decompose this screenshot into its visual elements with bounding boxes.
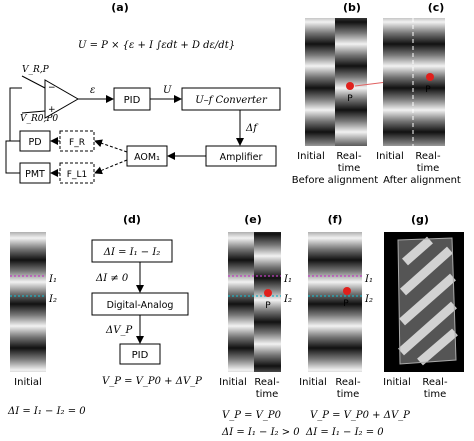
pd-block-label: PD (28, 137, 41, 148)
label-i1-d: I₁ (48, 274, 57, 285)
tilted-fringe-outline (397, 237, 457, 365)
amplifier-block-label: Amplifier (220, 152, 263, 163)
filter-fl1-label: F_L1 (67, 170, 87, 180)
panel-g-label: (g) (411, 213, 429, 226)
aom-block (126, 145, 168, 167)
fringe-initial-b (305, 18, 335, 146)
signal-epsilon: ε (90, 85, 95, 96)
converter-block-label: U–f Converter (195, 95, 268, 106)
fringe-realtime-b (335, 18, 367, 146)
panel-c-label: (c) (428, 1, 445, 14)
panel-g: (g) Initial Real- time (383, 213, 464, 400)
panel-f: (f) P I₁ I₂ Initial Real- time V_P = V_P… (299, 213, 410, 438)
fringe-realtime-c (413, 18, 445, 146)
point-p-f (343, 287, 351, 295)
vr0-wire (21, 110, 46, 114)
panel-b-label: (b) (343, 1, 361, 14)
label-i2-e: I₂ (283, 294, 292, 305)
opamp-minus: − (48, 83, 56, 93)
equation-f-2: ΔI = I₁ − I₂ = 0 (305, 427, 384, 438)
pid-block-label: PID (124, 95, 141, 106)
flow-step1-label: ΔI = I₁ − I₂ (103, 247, 161, 258)
input-vrp-label: V_R,P (22, 65, 50, 75)
caption-initial-d: Initial (14, 377, 42, 388)
pmt-block-label: PMT (25, 169, 45, 180)
equation-e-2: ΔI = I₁ − I₂ > 0 (221, 427, 300, 438)
fringe-realtime-f (334, 232, 362, 372)
fringe-initial-e (228, 232, 254, 372)
bottom-equation-d: ΔI = I₁ − I₂ = 0 (7, 406, 86, 417)
signal-delta-f: Δf (245, 123, 259, 134)
vrp-wire (21, 75, 46, 89)
fringe-initial-c (383, 18, 413, 146)
aom-to-fr-dashed (94, 139, 128, 153)
flow-step3-label: PID (132, 350, 149, 361)
point-p-c-label: P (425, 85, 431, 95)
flow-step1-box (91, 239, 173, 263)
flow-result: V_P = V_P0 + ΔV_P (102, 376, 202, 387)
label-i2-f: I₂ (364, 294, 373, 305)
caption-realtime-b-1: Real- (336, 151, 362, 162)
converter-block (181, 87, 281, 111)
panel-d: (d) I₁ I₂ Initial ΔI = I₁ − I₂ = 0 ΔI = … (7, 213, 202, 417)
point-p-f-label: P (343, 299, 349, 309)
caption-realtime-c-2: time (417, 163, 440, 174)
fringe-initial-f (308, 232, 334, 372)
opamp-triangle (44, 79, 80, 119)
point-p-e (264, 289, 272, 297)
panel-a: (a) U = P × {ε + I ∫εdt + D dε/dt} V_R,P… (5, 1, 281, 184)
opamp-plus: + (48, 105, 56, 115)
caption-after-alignment: After alignment (383, 175, 461, 186)
input-vr0-label: V_R0,P0 (20, 114, 58, 124)
flow-step3-box (119, 343, 161, 365)
caption-realtime-g-1: Real- (422, 377, 448, 388)
caption-realtime-c-1: Real- (415, 151, 441, 162)
equation-f-1: V_P = V_P0 + ΔV_P (310, 410, 410, 421)
aom-to-fl1-dashed (94, 159, 128, 175)
panel-e-label: (e) (244, 213, 262, 226)
caption-realtime-f-1: Real- (335, 377, 361, 388)
flow-step2-label: Digital-Analog (107, 300, 174, 311)
point-p-c (426, 73, 434, 81)
panel-c: (c) P Initial Real- time After alignment (376, 1, 461, 186)
fringe-realtime-e (254, 232, 281, 372)
panel-e: (e) P I₁ I₂ Initial Real- time V_P = V_P… (219, 213, 300, 438)
panel-b: (b) P Initial Real- time Before alignmen… (292, 1, 378, 186)
label-i1-e: I₁ (283, 274, 292, 285)
label-i2-d: I₂ (48, 294, 57, 305)
panel-d-label: (d) (123, 213, 141, 226)
filter-fr-label: F_R (69, 138, 85, 148)
point-p-e-label: P (265, 301, 271, 311)
aom-block-label: AOM₁ (134, 152, 160, 163)
caption-realtime-b-2: time (338, 163, 361, 174)
equation-e-1: V_P = V_P0 (222, 410, 282, 421)
pid-equation: U = P × {ε + I ∫εdt + D dε/dt} (78, 40, 235, 51)
caption-initial-b: Initial (297, 151, 325, 162)
feedback-wire (9, 87, 22, 142)
signal-u: U (163, 85, 172, 96)
caption-initial-e: Initial (219, 377, 247, 388)
panel-a-label: (a) (111, 1, 128, 14)
caption-realtime-e-2: time (256, 389, 279, 400)
point-p-b-label: P (347, 94, 353, 104)
pmt-feedback-wire (5, 140, 20, 174)
caption-initial-g: Initial (383, 377, 411, 388)
caption-realtime-g-2: time (424, 389, 447, 400)
point-p-b (346, 82, 354, 90)
flow-delta-vp: ΔV_P (105, 325, 132, 336)
fringe-initial-d (10, 232, 46, 372)
caption-realtime-f-2: time (337, 389, 360, 400)
caption-realtime-e-1: Real- (254, 377, 280, 388)
tilted-fringes (398, 236, 458, 366)
panel-f-label: (f) (328, 213, 343, 226)
label-i1-f: I₁ (364, 274, 373, 285)
flow-condition: ΔI ≠ 0 (95, 273, 129, 284)
caption-initial-f: Initial (299, 377, 327, 388)
caption-initial-c: Initial (376, 151, 404, 162)
caption-before-alignment: Before alignment (292, 175, 378, 186)
